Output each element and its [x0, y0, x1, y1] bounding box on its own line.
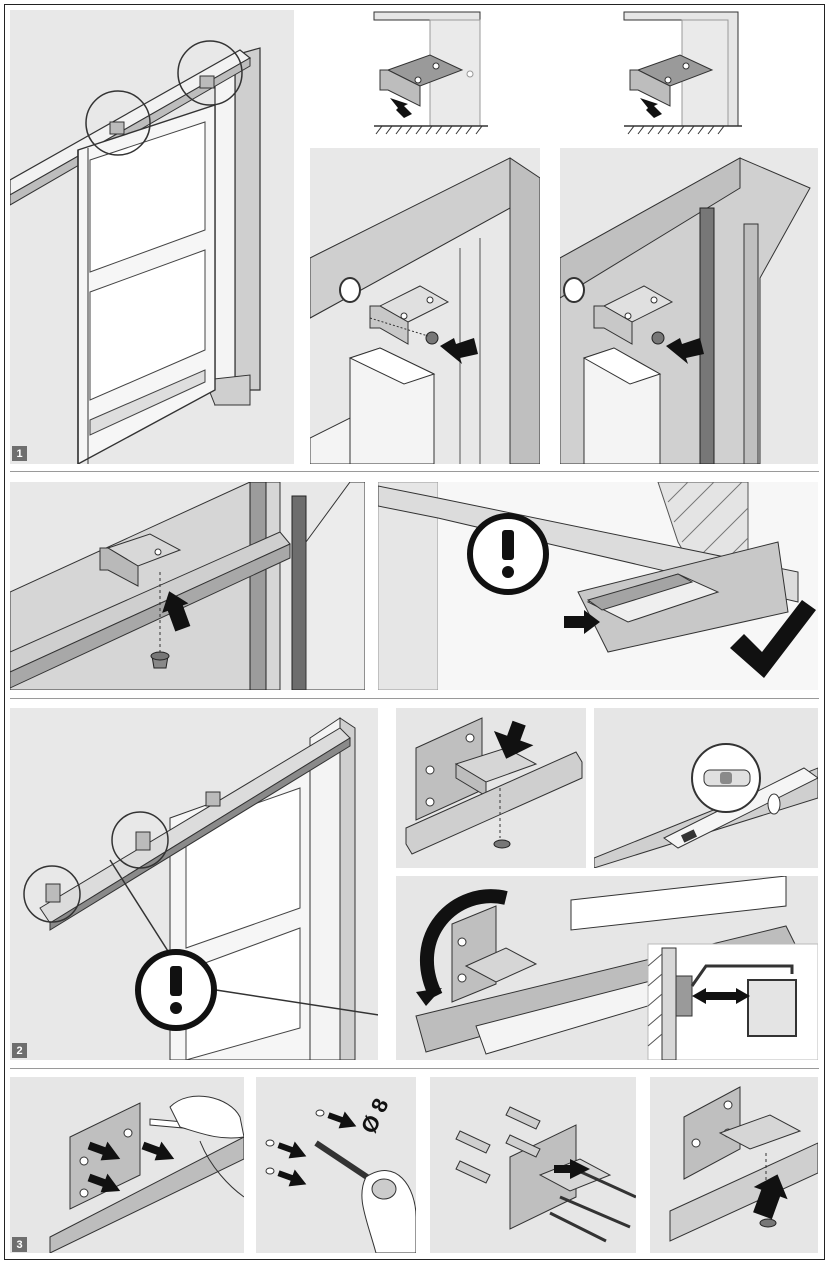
section-divider — [10, 698, 819, 699]
substep-number-badge: 3 — [12, 1237, 27, 1252]
panel-warning-correct-fit — [378, 482, 818, 690]
pencil-icon — [149, 1095, 244, 1198]
panel-insert-dowels-screws — [430, 1077, 636, 1253]
panel-door-frame-overview — [10, 10, 294, 464]
panel-screw-bracket-frame-rail — [560, 148, 818, 464]
section-divider — [10, 1068, 819, 1069]
panel-mark-holes — [10, 1077, 244, 1253]
drill-icon — [314, 1140, 416, 1253]
panel-bracket-on-rail — [396, 708, 586, 868]
panel-drill-holes: Ø 8 — [256, 1077, 416, 1253]
panel-bracket-wall-straight — [300, 10, 542, 140]
page-frame — [4, 4, 825, 1260]
panel-rail-alignment — [396, 876, 818, 1060]
warning-icon — [135, 949, 217, 1031]
panel-rail-mounting-overview — [10, 708, 378, 1060]
panel-screw-bracket-frame — [310, 148, 540, 464]
door-frame-illustration — [10, 10, 294, 464]
panel-attach-rail — [650, 1077, 818, 1253]
panel-rail-attach-screw — [10, 482, 365, 690]
panel-bracket-wall-corner — [552, 10, 818, 140]
warning-icon — [467, 513, 549, 595]
dowel-icon — [455, 1106, 541, 1184]
section-divider — [10, 471, 819, 472]
substep-number-badge: 1 — [12, 446, 27, 461]
substep-number-badge: 2 — [12, 1043, 27, 1058]
spirit-level-icon — [691, 743, 761, 813]
panel-spirit-level — [594, 708, 818, 868]
checkmark-icon — [730, 600, 816, 678]
